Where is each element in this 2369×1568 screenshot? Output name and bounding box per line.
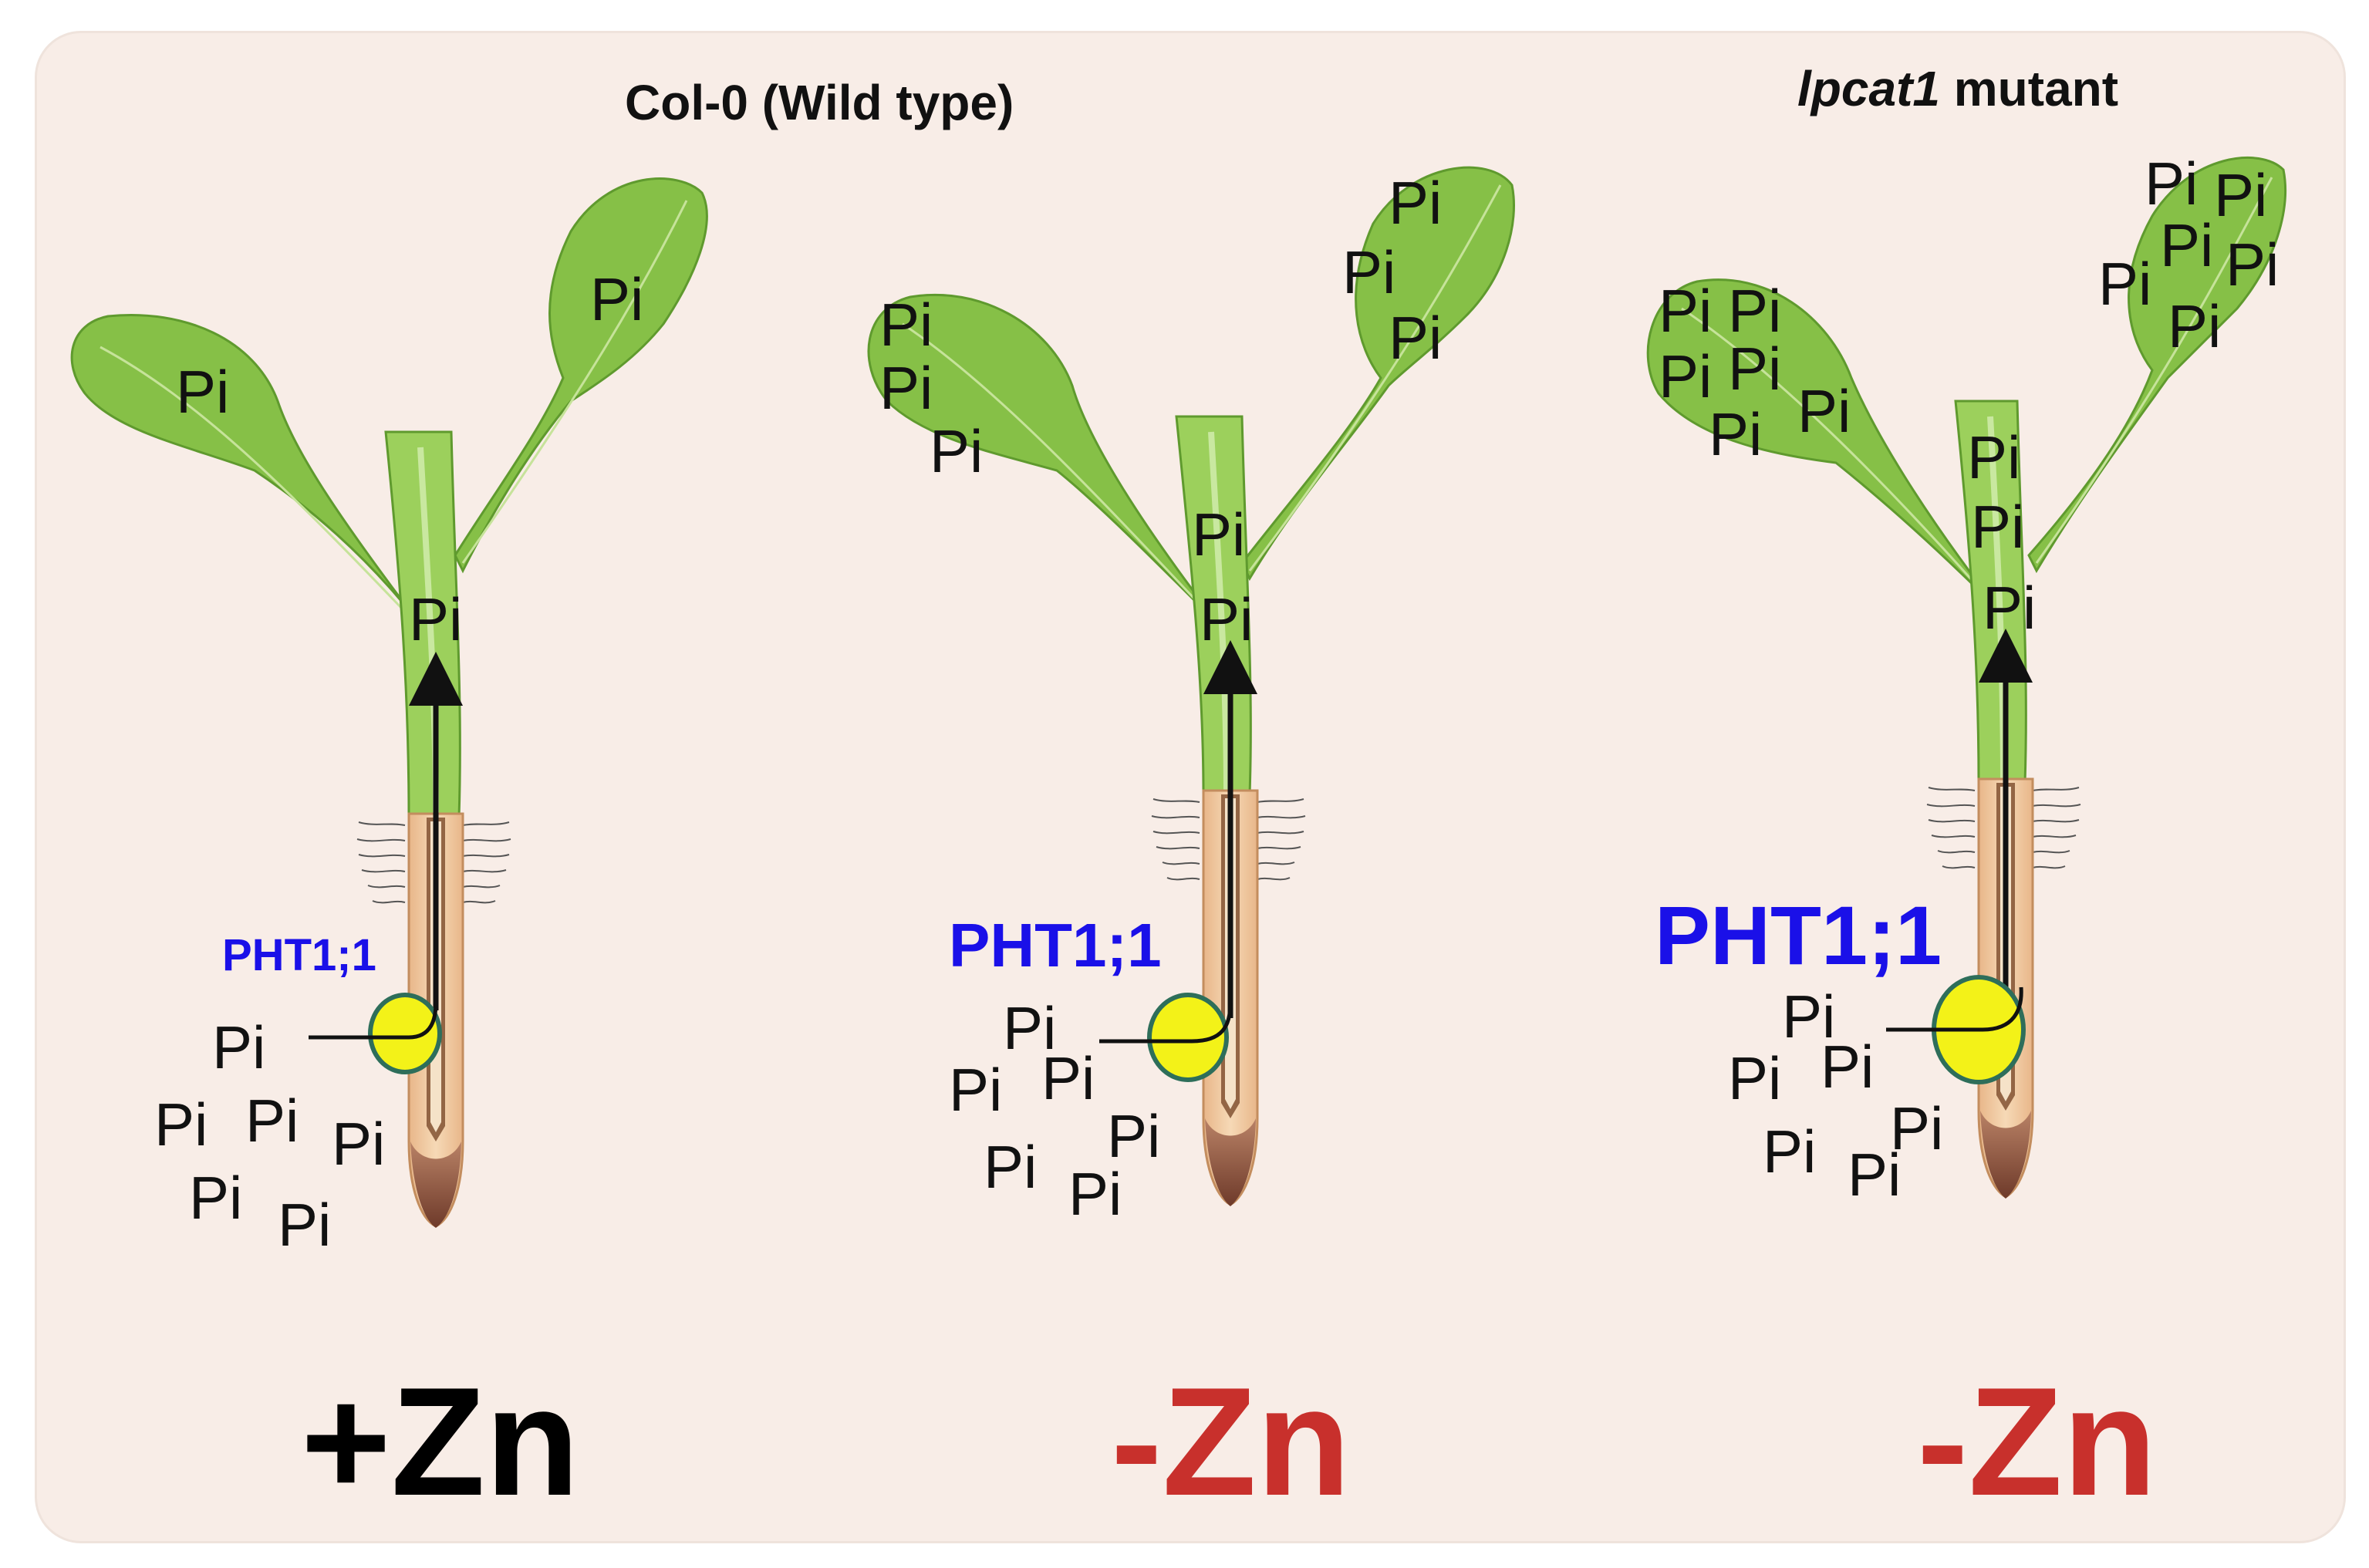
- pi-label: Pi: [1200, 585, 1253, 653]
- leaf-left: [1646, 278, 1999, 611]
- pi-label: Pi: [1389, 169, 1442, 237]
- pi-label: Pi: [1107, 1102, 1160, 1170]
- pht1-transporter: [1147, 993, 1229, 1082]
- pi-label: Pi: [2160, 211, 2213, 279]
- pi-label: Pi: [212, 1013, 265, 1081]
- pi-label: Pi: [949, 1056, 1002, 1124]
- pi-label: Pi: [879, 354, 933, 422]
- pi-label: Pi: [1659, 342, 1712, 410]
- pi-labels-plant1: Pi Pi Pi Pi Pi Pi Pi Pi Pi: [154, 265, 643, 1259]
- pi-label: Pi: [1728, 1044, 1781, 1112]
- title-mutant: lpcat1 mutant: [1797, 60, 2118, 117]
- pi-label: Pi: [1389, 304, 1442, 372]
- pi-label: Pi: [245, 1087, 299, 1155]
- pht1-transporter: [368, 993, 442, 1074]
- pi-label: Pi: [2098, 250, 2151, 318]
- pi-label: Pi: [176, 358, 229, 426]
- pi-label: Pi: [409, 585, 462, 653]
- pi-label: Pi: [1967, 423, 2020, 491]
- pi-label: Pi: [590, 265, 643, 333]
- condition-minus-zn-mutant: -Zn: [1917, 1356, 2157, 1528]
- mutant-gene-name: lpcat1: [1797, 61, 1940, 116]
- pi-label: Pi: [1041, 1044, 1095, 1112]
- pi-label: Pi: [278, 1191, 331, 1259]
- condition-plus-zn: +Zn: [301, 1356, 580, 1528]
- pi-label: Pi: [1709, 400, 1762, 468]
- pi-label: Pi: [1659, 277, 1712, 345]
- leaf-left: [867, 293, 1220, 626]
- pi-label: Pi: [1782, 983, 1835, 1050]
- leaf-right: [454, 177, 708, 574]
- pi-label: Pi: [1192, 501, 1245, 568]
- leaf-right: [2027, 157, 2286, 574]
- pi-label: Pi: [984, 1133, 1037, 1201]
- leaf-right: [1240, 166, 1515, 582]
- pi-label: Pi: [1890, 1094, 1943, 1162]
- title-wild-type: Col-0 (Wild type): [625, 75, 1014, 130]
- pi-label: Pi: [1342, 238, 1395, 306]
- plant-mutant-minus-zn: Pi Pi Pi Pi Pi Pi Pi Pi Pi Pi Pi Pi Pi P…: [1646, 150, 2286, 1209]
- pi-labels-plant2: Pi Pi Pi Pi Pi Pi Pi Pi Pi Pi Pi Pi Pi P…: [879, 169, 1442, 1228]
- pi-label: Pi: [1848, 1141, 1901, 1209]
- pi-label: Pi: [2145, 150, 2198, 217]
- pi-label: Pi: [1003, 994, 1056, 1062]
- pi-label: Pi: [879, 291, 933, 359]
- transporter-label-plant3: PHT1;1: [1655, 889, 1942, 982]
- root-cap: [1205, 1118, 1256, 1206]
- leaf-left: [70, 314, 434, 641]
- pi-label: Pi: [1821, 1033, 1874, 1101]
- root-cap: [410, 1141, 461, 1228]
- transporter-label-plant1: PHT1;1: [222, 930, 376, 980]
- pi-label: Pi: [1763, 1118, 1816, 1185]
- pi-label: Pi: [1971, 493, 2024, 561]
- mutant-suffix: mutant: [1939, 61, 2119, 116]
- pi-label: Pi: [930, 417, 983, 485]
- condition-minus-zn-wildtype: -Zn: [1111, 1356, 1351, 1528]
- pi-label: Pi: [154, 1091, 208, 1158]
- plant-wildtype-plus-zn: Pi Pi Pi Pi Pi Pi Pi Pi Pi: [70, 177, 708, 1259]
- root-cap: [1980, 1111, 2031, 1199]
- pi-label: Pi: [1983, 574, 2036, 642]
- pi-labels-plant3: Pi Pi Pi Pi Pi Pi Pi Pi Pi Pi Pi Pi Pi P…: [1659, 150, 2279, 1209]
- transporter-label-plant2: PHT1;1: [949, 911, 1162, 980]
- pi-label: Pi: [1728, 277, 1781, 345]
- pi-label: Pi: [1728, 335, 1781, 403]
- pi-label: Pi: [1068, 1160, 1122, 1228]
- pi-label: Pi: [189, 1164, 242, 1232]
- pi-label: Pi: [2226, 231, 2279, 298]
- pi-label: Pi: [2214, 161, 2267, 229]
- pi-label: Pi: [2168, 292, 2221, 360]
- pi-label: Pi: [332, 1110, 385, 1178]
- plant-wildtype-minus-zn: Pi Pi Pi Pi Pi Pi Pi Pi Pi Pi Pi Pi Pi P…: [867, 166, 1515, 1228]
- pi-label: Pi: [1797, 377, 1851, 445]
